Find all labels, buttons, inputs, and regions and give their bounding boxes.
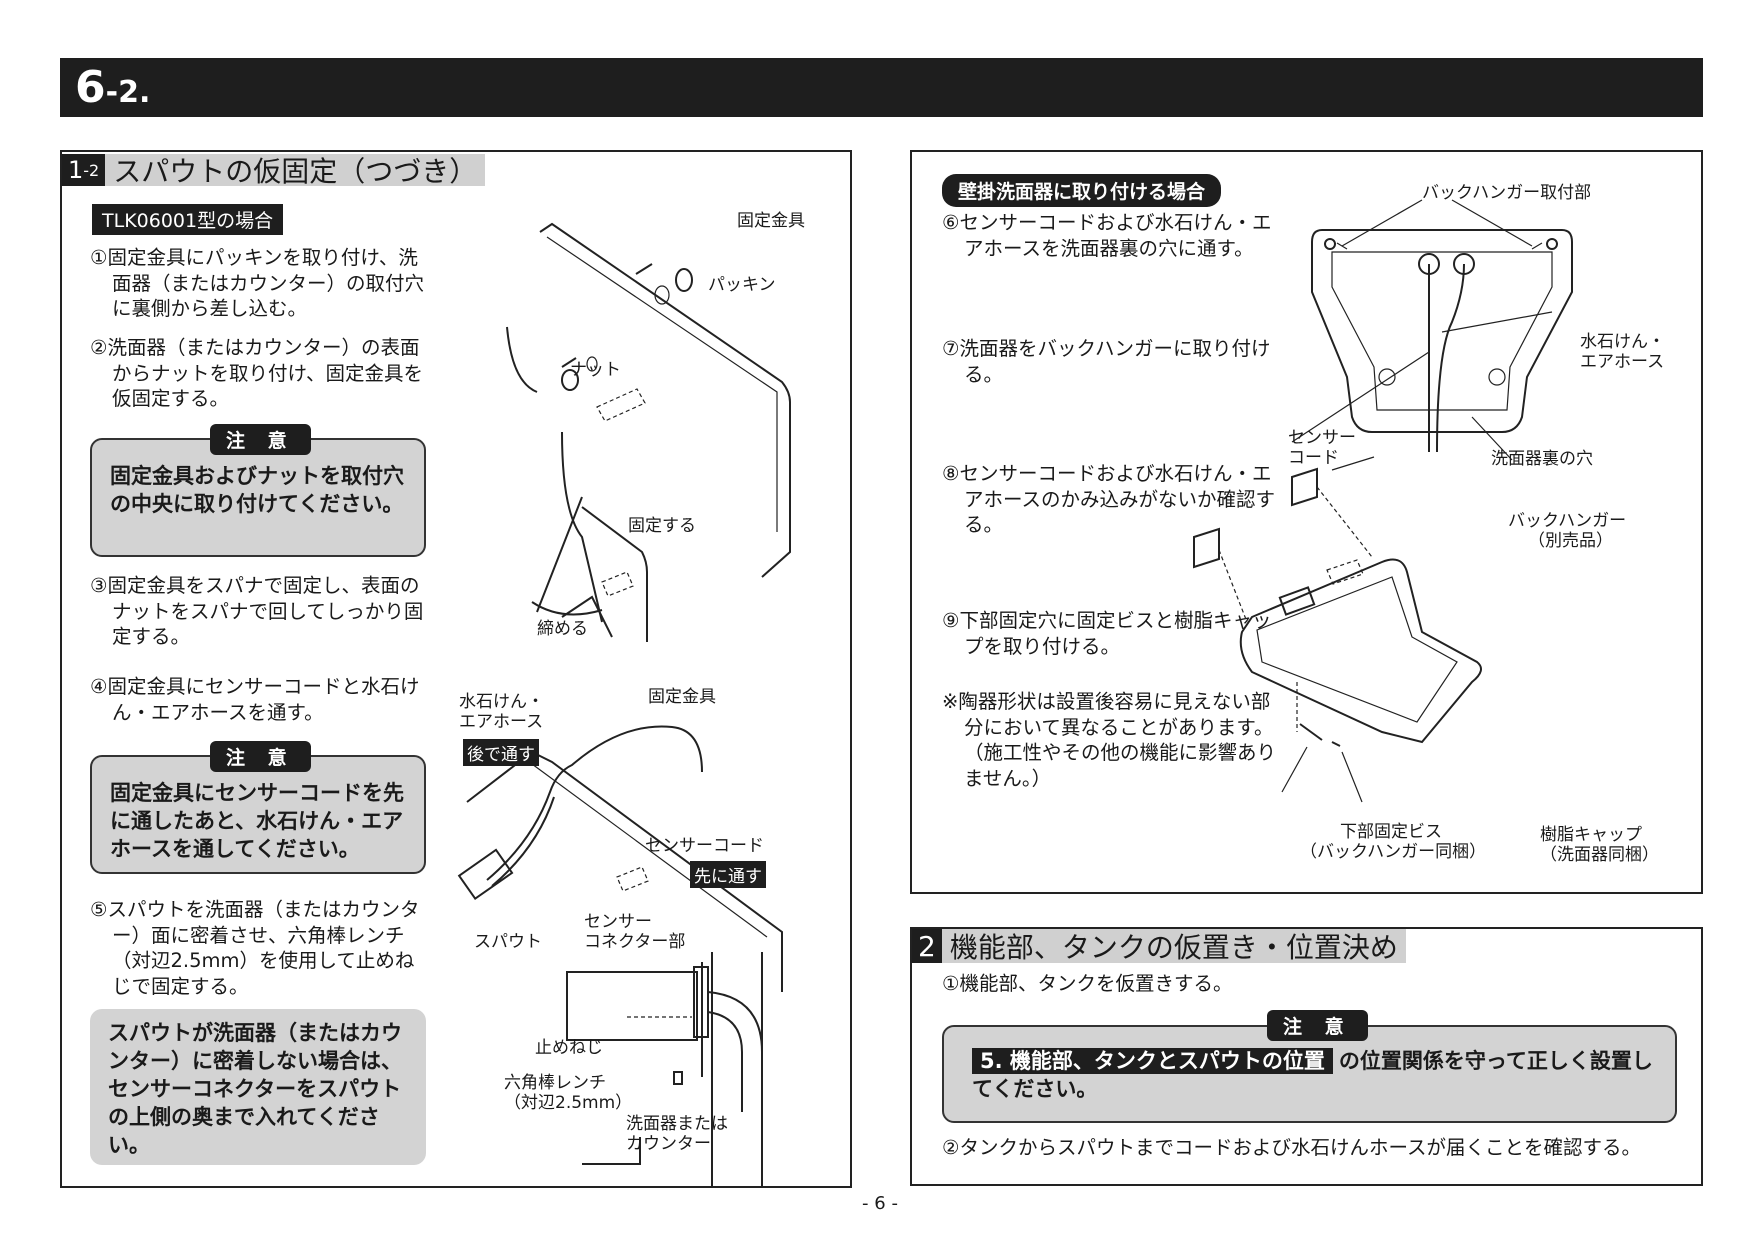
step-8: ⑧センサーコードおよび水石けん・エアホースのかみ込みがないか確認する。 bbox=[942, 462, 1276, 536]
label-back-hole: 洗面器裏の穴 bbox=[1491, 449, 1593, 469]
label-connector: センサーコネクター部 bbox=[584, 912, 686, 952]
label-sensor-cord: センサーコード bbox=[1288, 428, 1356, 468]
basin-back-view bbox=[1291, 199, 1573, 461]
label-hose: 水石けん・エアホース bbox=[459, 692, 544, 732]
section-2-number: 2 bbox=[912, 929, 942, 963]
caution-text-2: 固定金具にセンサーコードを先に通したあと、水石けん・エアホースを通してください。 bbox=[110, 781, 404, 861]
label-bracket: 固定金具 bbox=[737, 211, 805, 231]
step-9: ⑨下部固定穴に固定ビスと樹脂キャップを取り付ける。 bbox=[942, 609, 1272, 658]
installation-illustrations bbox=[457, 222, 791, 1187]
wall-basin-heading: 壁掛洗面器に取り付ける場合 bbox=[942, 174, 1222, 207]
spout-note-box: スパウトが洗面器（またはカウンター）に密着しない場合は、センサーコネクターをスパ… bbox=[90, 1009, 426, 1165]
caution-text-1: 固定金具およびナットを取付穴の中央に取り付けてください。 bbox=[110, 464, 404, 516]
ceramic-note: ※陶器形状は設置後容易に見えない部分において異なることがあります。（施工性やその… bbox=[942, 690, 1277, 790]
label-pass-later: 後で通す bbox=[463, 739, 539, 766]
spout-illustration bbox=[566, 952, 763, 1187]
label-packing: パッキン bbox=[708, 275, 776, 295]
label-hex-wrench: 六角棒レンチ（対辺2.5mm） bbox=[504, 1073, 633, 1113]
section-2-title-bar: 2 機能部、タンクの仮置き・位置決め bbox=[912, 929, 1406, 964]
basin-bracket-illustration bbox=[506, 222, 791, 578]
chapter-number: 6-2. bbox=[75, 62, 150, 113]
section-2-step-1: ①機能部、タンクを仮置きする。 bbox=[942, 972, 1233, 995]
left-panel: 1-2 スパウトの仮固定（つづき） TLK06001型の場合 ①固定金具にパッキ… bbox=[60, 150, 852, 1188]
page-number: - 6 - bbox=[862, 1193, 898, 1214]
label-pass-first: 先に通す bbox=[690, 861, 766, 888]
chapter-main: 6 bbox=[75, 62, 106, 113]
section-2-panel: 2 機能部、タンクの仮置き・位置決め ①機能部、タンクを仮置きする。 5. 機能… bbox=[910, 927, 1703, 1186]
section-2-step-2: ②タンクからスパウトまでコードおよび水石けんホースが届くことを確認する。 bbox=[942, 1136, 1642, 1159]
label-nut: ナット bbox=[570, 360, 621, 380]
label-sensor-cord: センサーコード bbox=[645, 836, 764, 856]
cord-routing-illustration bbox=[457, 725, 783, 992]
label-hanger-mount: バックハンガー取付部 bbox=[1422, 183, 1592, 203]
caution-text: の位置関係を守って正しく設置してください。 bbox=[972, 1049, 1653, 1101]
basin-front-view bbox=[1193, 456, 1482, 803]
section-2-title: 機能部、タンクの仮置き・位置決め bbox=[949, 931, 1398, 964]
wall-basin-panel: 壁掛洗面器に取り付ける場合 ⑥センサーコードおよび水石けん・エアホースを洗面器裏… bbox=[910, 150, 1703, 894]
step-7: ⑦洗面器をバックハンガーに取り付ける。 bbox=[942, 337, 1271, 386]
model-subheading: TLK06001型の場合 bbox=[92, 204, 284, 235]
step-2: ②洗面器（またはカウンター）の表面からナットを取り付け、固定金具を仮固定する。 bbox=[90, 336, 424, 410]
label-tighten: 締める bbox=[537, 619, 588, 639]
section-title: スパウトの仮固定（つづき） bbox=[113, 155, 478, 188]
label-soap-hose: 水石けん・エアホース bbox=[1580, 332, 1665, 372]
label-setscrew: 止めねじ bbox=[535, 1038, 603, 1058]
label-resin-cap: 樹脂キャップ（洗面器同梱） bbox=[1540, 825, 1659, 865]
caution-label-2: 注 意 bbox=[210, 741, 311, 772]
caution-box-2: 固定金具にセンサーコードを先に通したあと、水石けん・エアホースを通してください。 bbox=[90, 755, 426, 874]
label-fix: 固定する bbox=[628, 516, 696, 536]
section-title-bar: 1-2 スパウトの仮固定（つづき） bbox=[62, 154, 486, 188]
section-2-caution-label: 注 意 bbox=[1267, 1010, 1368, 1041]
caution-label-1: 注 意 bbox=[210, 424, 311, 455]
spout-note-text: スパウトが洗面器（またはカウンター）に密着しない場合は、センサーコネクターをスパ… bbox=[108, 1021, 402, 1157]
step-6: ⑥センサーコードおよび水石けん・エアホースを洗面器裏の穴に通す。 bbox=[942, 211, 1272, 260]
chapter-sub: -2. bbox=[105, 75, 151, 110]
step-1: ①固定金具にパッキンを取り付け、洗面器（またはカウンター）の取付穴に裏側から差し… bbox=[90, 246, 425, 320]
label-basin-counter: 洗面器またはカウンター bbox=[626, 1114, 728, 1154]
wall-basin-illustrations bbox=[1193, 199, 1573, 803]
step-3: ③固定金具をスパナで固定し、表面のナットをスパナで回してしっかり固定する。 bbox=[90, 574, 424, 648]
caution-reference: 5. 機能部、タンクとスパウトの位置 bbox=[972, 1048, 1333, 1074]
label-back-hanger: バックハンガー（別売品） bbox=[1508, 511, 1627, 551]
step-5: ⑤スパウトを洗面器（またはカウンター）面に密着させ、六角棒レンチ（対辺2.5mm… bbox=[90, 898, 420, 998]
step-4: ④固定金具にセンサーコードと水石けん・エアホースを通す。 bbox=[90, 675, 420, 724]
label-lower-screw: 下部固定ビス（バックハンガー同梱） bbox=[1300, 822, 1487, 862]
wrench-illustration bbox=[531, 431, 648, 642]
chapter-header-bar: 6-2. bbox=[60, 58, 1703, 117]
section-number: 1-2 bbox=[62, 154, 106, 186]
label-spout: スパウト bbox=[474, 932, 542, 952]
label-bracket-2: 固定金具 bbox=[648, 687, 716, 707]
